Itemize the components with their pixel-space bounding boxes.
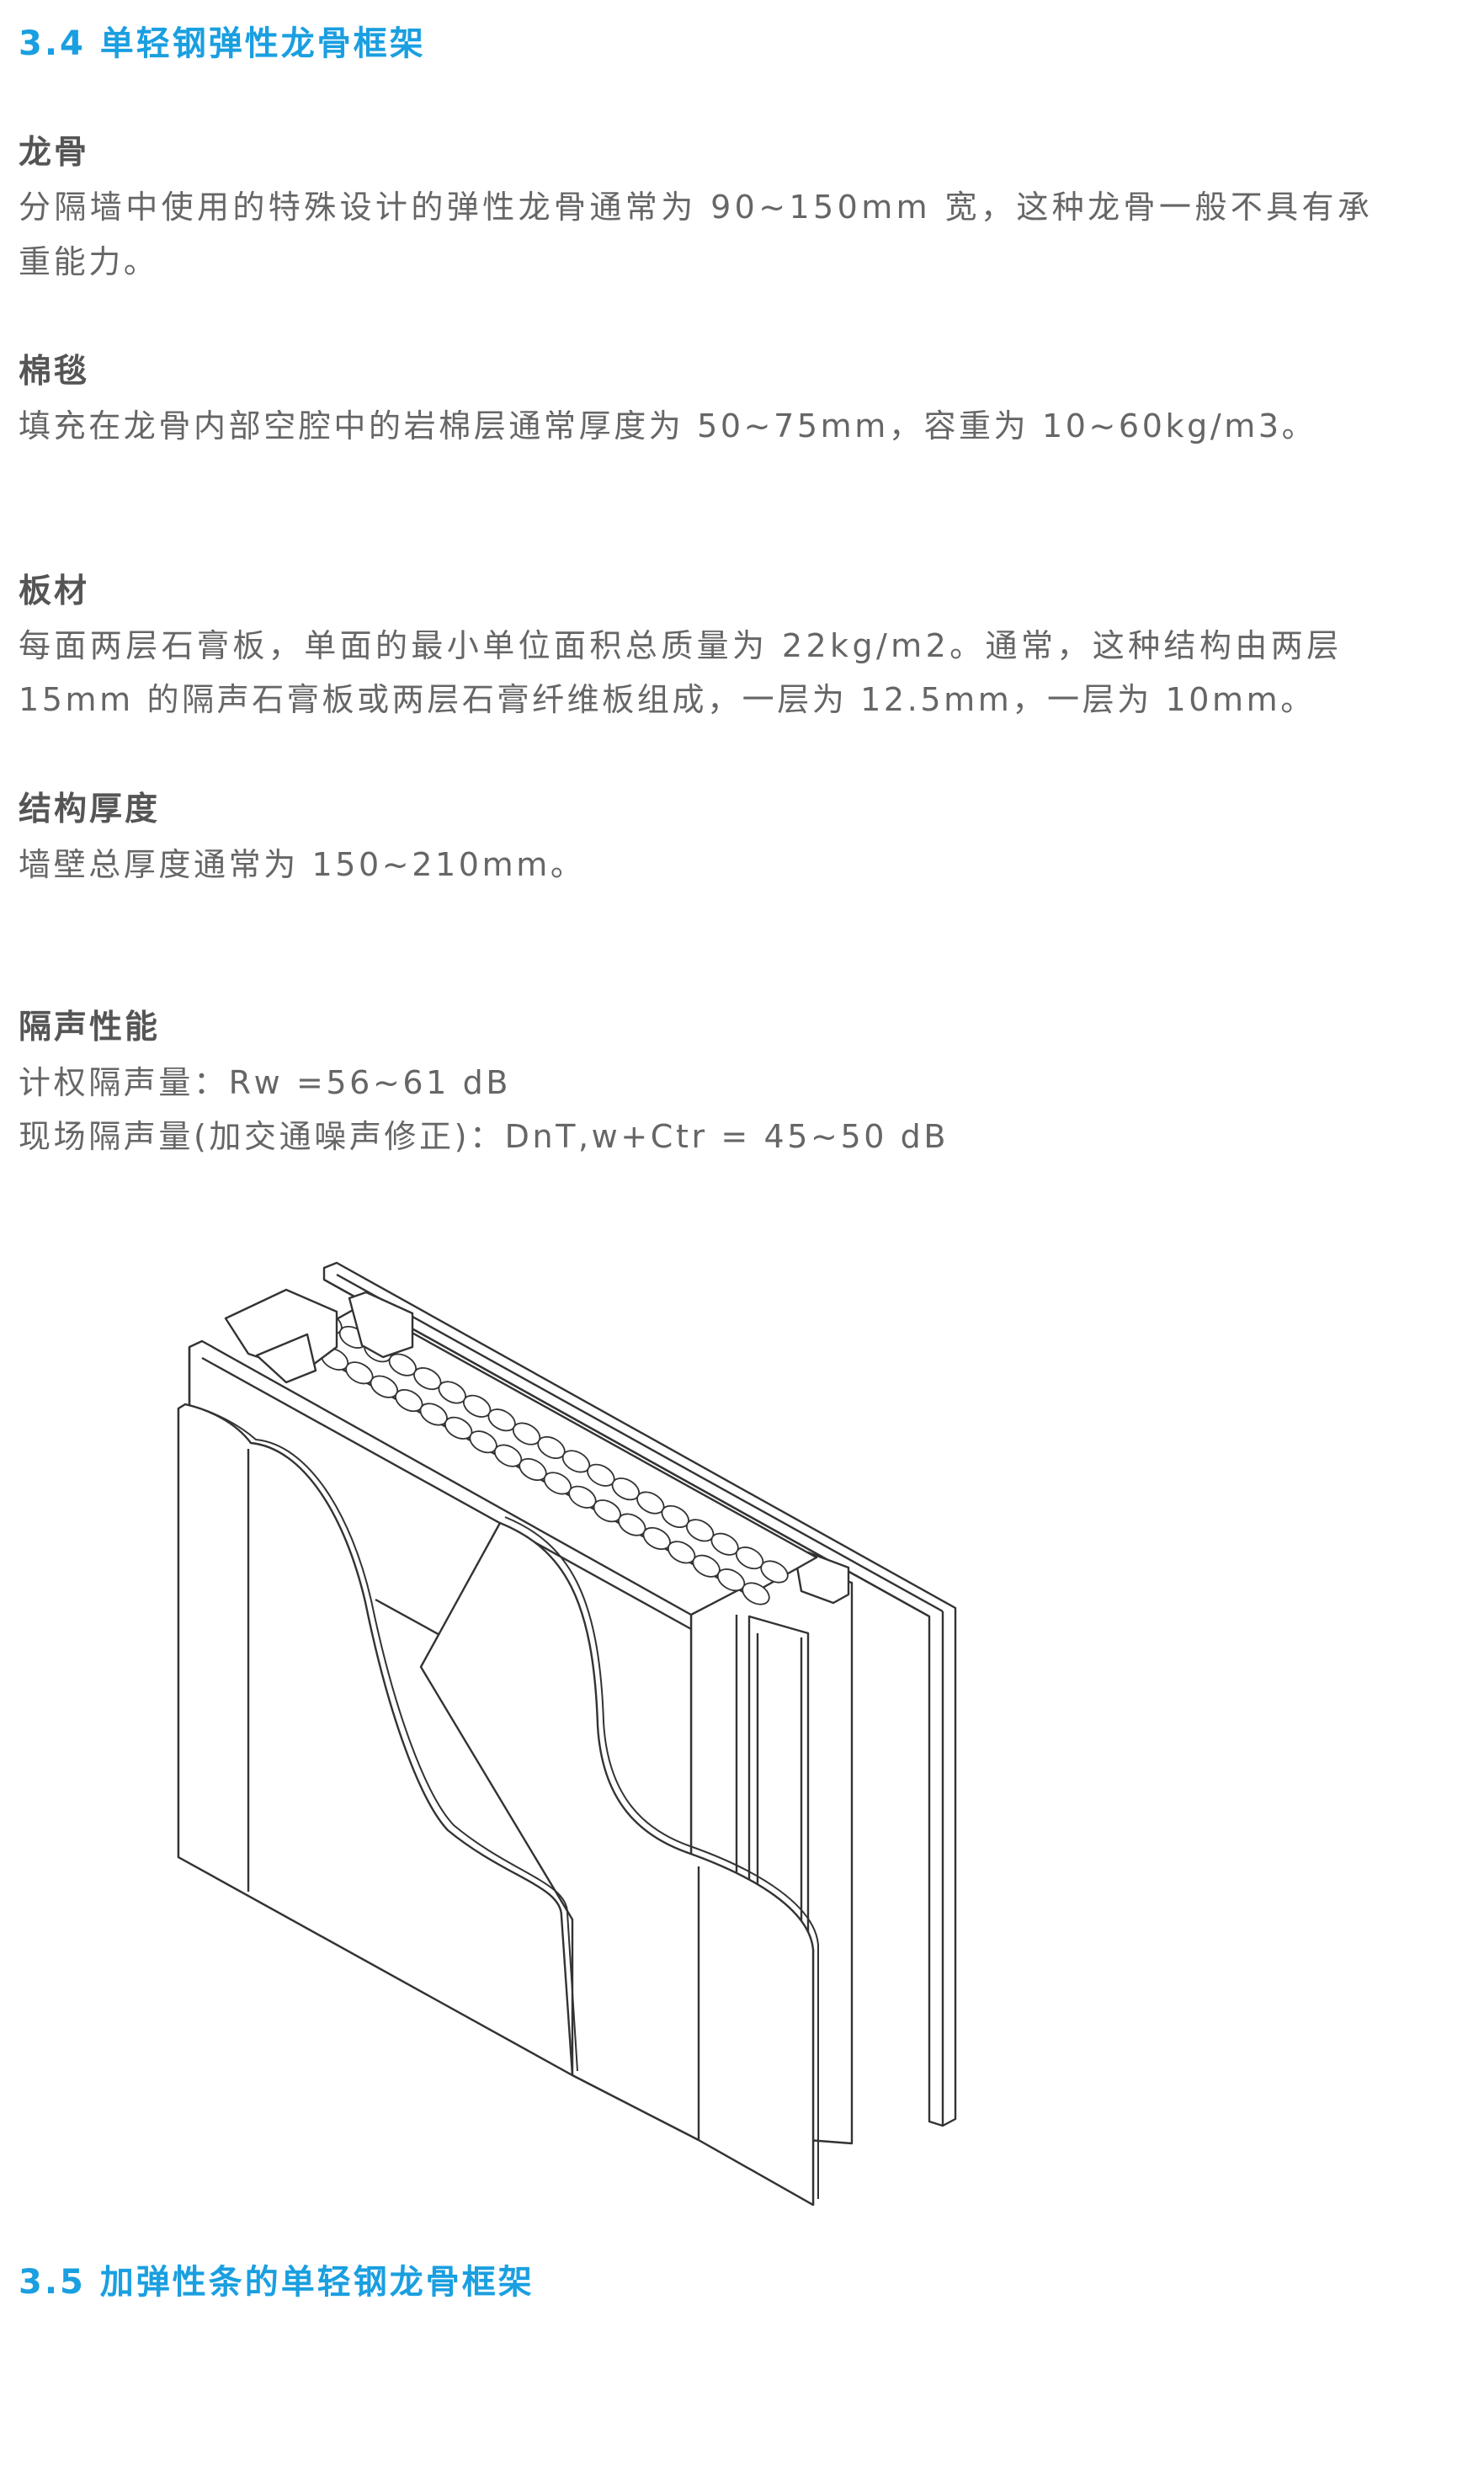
acoustic-text-line: 现场隔声量(加交通噪声修正)：DnT,w+Ctr = 45~50 dB bbox=[19, 1118, 949, 1155]
insulation-text-line: 填充在龙骨内部空腔中的岩棉层通常厚度为 50~75mm，容重为 10~60kg/… bbox=[19, 407, 1317, 445]
heading-acoustic: 隔声性能 bbox=[19, 1009, 161, 1046]
outer-gypsum-board bbox=[177, 1403, 578, 2077]
thickness-text-line: 墙壁总厚度通常为 150~210mm。 bbox=[19, 846, 586, 883]
insulation-fiber bbox=[760, 1560, 789, 1584]
boards-text-line: 每面两层石膏板，单面的最小单位面积总质量为 22kg/m2。通常，这种结构由两层 bbox=[19, 627, 1343, 664]
heading-boards: 板材 bbox=[19, 572, 90, 610]
inner-board-cut-edge bbox=[419, 1521, 815, 2206]
insulation-fiber bbox=[742, 1582, 770, 1605]
boards-text-line: 15mm 的隔声石膏板或两层石膏纤维板组成，一层为 12.5mm，一层为 10m… bbox=[19, 681, 1316, 718]
wall-section-illustration bbox=[177, 1261, 957, 2206]
heading-insulation: 棉毯 bbox=[19, 353, 90, 391]
stud-text-line: 分隔墙中使用的特殊设计的弹性龙骨通常为 90~150mm 宽，这种龙骨一般不具有… bbox=[19, 189, 1374, 226]
section-title-3-4: 3.4 单轻钢弹性龙骨框架 bbox=[19, 24, 426, 63]
mineral-wool-insulation bbox=[293, 1303, 818, 1605]
steel-stud-left bbox=[224, 1288, 414, 1384]
stud-text-line: 重能力。 bbox=[19, 243, 159, 280]
heading-thickness: 结构厚度 bbox=[19, 791, 161, 828]
acoustic-text-line: 计权隔声量：Rw =56~61 dB bbox=[19, 1064, 512, 1101]
heading-stud: 龙骨 bbox=[19, 134, 90, 172]
section-title-3-5: 3.5 加弹性条的单轻钢龙骨框架 bbox=[19, 2263, 535, 2302]
